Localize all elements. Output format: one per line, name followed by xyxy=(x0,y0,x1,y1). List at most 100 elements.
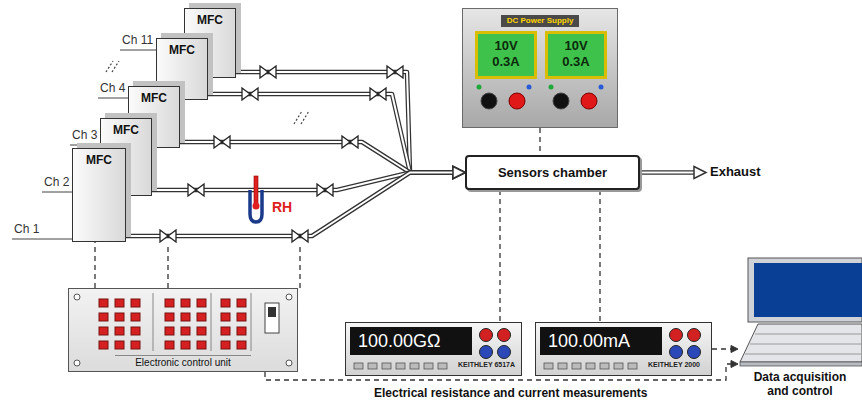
indicator xyxy=(165,327,174,335)
multimeter-text: KEITHLEY 2000 xyxy=(648,361,711,369)
terminal xyxy=(480,329,493,342)
led xyxy=(599,85,604,90)
valve-symbol xyxy=(214,136,230,148)
mfc-unit-text: MFC xyxy=(165,43,199,57)
multimeter-text: 100.00mA xyxy=(540,327,662,355)
button xyxy=(438,363,447,369)
electrometer-text: KEITHLEY 6517A xyxy=(458,361,521,369)
indicator xyxy=(221,299,230,307)
indicator xyxy=(197,299,206,307)
power-supply-text: DC Power Supply xyxy=(501,15,580,27)
indicator xyxy=(115,299,124,307)
valve-symbol xyxy=(317,184,333,196)
exhaust-label: Exhaust xyxy=(710,164,761,179)
indicator xyxy=(181,313,190,321)
break-mark xyxy=(106,61,119,72)
tube-wall xyxy=(208,94,453,173)
button xyxy=(410,363,419,369)
electrometer-text: 100.00GΩ xyxy=(350,327,472,355)
mfc-unit: MFC xyxy=(72,148,126,242)
gas-line xyxy=(208,94,465,179)
laptop-lid xyxy=(748,258,862,322)
mfc-unit-text: MFC xyxy=(137,91,171,105)
supply-display-text: 0.3A xyxy=(478,54,534,70)
valve-symbol xyxy=(342,136,358,148)
thermometer xyxy=(254,176,258,206)
mfc-unit-text: MFC xyxy=(193,13,227,27)
signal-line xyxy=(95,242,96,288)
control-wire xyxy=(168,243,300,288)
channel-label: Ch 2 xyxy=(44,175,69,189)
channel-label: Ch 3 xyxy=(72,128,97,142)
knob xyxy=(553,93,569,109)
led xyxy=(527,85,532,90)
indicator xyxy=(237,327,246,335)
terminal xyxy=(688,329,701,342)
supply-display-text: 0.3A xyxy=(548,54,604,70)
knob xyxy=(481,93,497,109)
terminal xyxy=(670,329,683,342)
thermometer-bulb xyxy=(253,203,260,210)
channel-label: Ch 1 xyxy=(14,222,39,236)
arrow-head xyxy=(731,361,738,368)
arrow-head xyxy=(731,346,738,353)
button xyxy=(600,363,609,369)
laptop: Data acquisition and control xyxy=(738,258,862,403)
signal-line xyxy=(712,346,738,353)
screw xyxy=(74,294,80,300)
button xyxy=(558,363,567,369)
arrow-head xyxy=(453,167,465,179)
indicator xyxy=(165,299,174,307)
button xyxy=(628,363,637,369)
button xyxy=(368,363,377,369)
indicator xyxy=(99,313,108,321)
valve-symbol xyxy=(292,230,308,242)
exhaust-tube-bore xyxy=(640,172,694,174)
terminal xyxy=(498,329,511,342)
rh-label: RH xyxy=(272,199,292,215)
indicator xyxy=(197,327,206,335)
tube-bore xyxy=(236,72,453,173)
arrow-head xyxy=(453,167,465,179)
screw xyxy=(74,360,80,366)
tube-bore xyxy=(126,173,453,237)
indicator xyxy=(131,299,140,307)
button xyxy=(396,363,405,369)
indicator xyxy=(99,299,108,307)
button xyxy=(354,363,363,369)
indicator xyxy=(165,313,174,321)
valve-symbol xyxy=(370,88,386,100)
laptop-screen xyxy=(754,263,862,317)
indicator xyxy=(237,341,246,349)
button xyxy=(424,363,433,369)
led xyxy=(477,85,482,90)
mfc-unit-text: MFC xyxy=(82,153,116,167)
screw xyxy=(286,360,292,366)
tube-bore xyxy=(208,94,453,173)
indicator xyxy=(115,313,124,321)
divider xyxy=(211,293,212,351)
indicator xyxy=(237,313,246,321)
indicator xyxy=(165,341,174,349)
supply-display-text: 10V xyxy=(548,38,604,54)
caption-label: Electrical resistance and current measur… xyxy=(372,386,649,400)
laptop-base xyxy=(740,362,862,366)
knob xyxy=(581,93,597,109)
button xyxy=(572,363,581,369)
keyboard-rows xyxy=(745,334,862,354)
divider xyxy=(251,293,252,351)
channel-label: Ch 4 xyxy=(100,81,125,95)
terminal xyxy=(670,346,683,359)
indicator xyxy=(197,313,206,321)
indicator xyxy=(221,341,230,349)
gas-line xyxy=(236,72,465,179)
tube-wall xyxy=(126,173,453,237)
exhaust-arrow-head xyxy=(694,167,706,179)
terminal xyxy=(498,346,511,359)
divider xyxy=(153,293,154,351)
power-supply: DC Power Supply10V0.3A10V0.3A xyxy=(462,8,618,128)
channel-label: Ch 11 xyxy=(122,33,153,47)
process-box: Sensors chamber xyxy=(465,155,640,190)
led xyxy=(549,85,554,90)
